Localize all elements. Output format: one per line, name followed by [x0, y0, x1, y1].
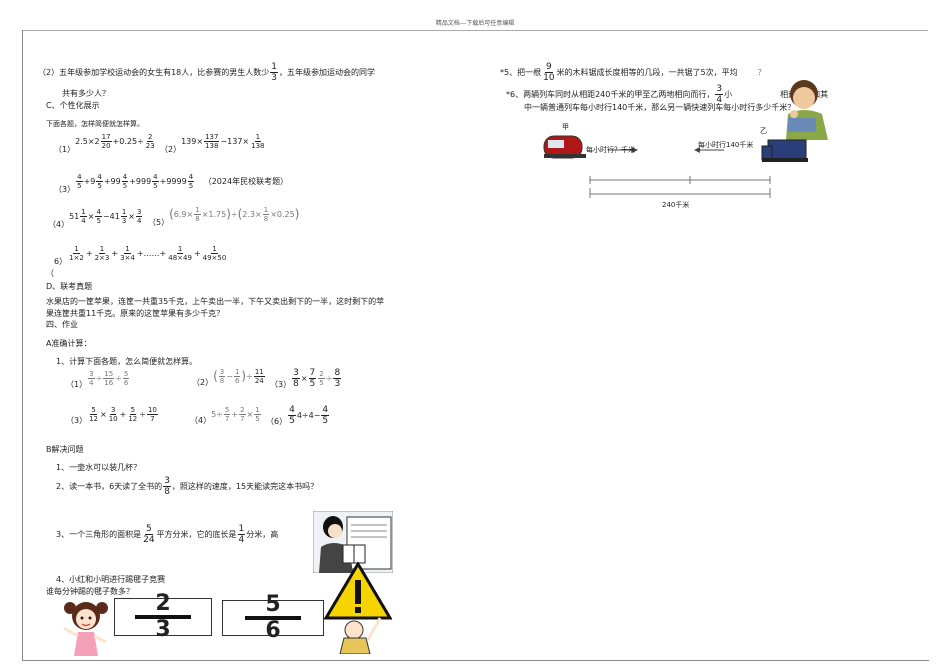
label-jia: 甲: [562, 123, 569, 131]
q2-line2: 共有多少人？: [62, 89, 110, 98]
girl-illustration: [63, 602, 108, 656]
header-text: 精品文档---下载后可任意编辑: [435, 20, 515, 27]
page-border: [22, 30, 929, 661]
box2-numerator: 5: [265, 592, 281, 617]
c6-open-paren: （: [46, 269, 54, 278]
box1-numerator: 2: [155, 591, 171, 616]
student-reading-illustration: [313, 511, 393, 573]
b1-question: 1、一壶水可以装几杯？: [56, 463, 142, 472]
d-problem-line1: 水果店的一筐苹果，连筐一共重35千克，上午卖出一半，下午又卖出剩下的一半，这时剩…: [46, 297, 385, 306]
b4-line1: 4、小红和小明进行踢毽子竞赛: [56, 575, 166, 584]
box1-denominator: 3: [155, 617, 171, 642]
thinking-man-illustration: [786, 80, 828, 140]
section-c-title: C、个性化展示: [46, 101, 100, 110]
section-d-title: D、联考真题: [46, 282, 93, 291]
speed-left-label: 每小时行？千米: [586, 146, 635, 154]
b4-line2: 谁每分钟踢的毽子数多？: [46, 587, 134, 596]
section-a-title: A准确计算：: [46, 339, 92, 348]
box2-denominator: 6: [265, 618, 281, 643]
section-b-title: B解决问题: [46, 445, 84, 454]
c3-note: （2024年民校联考题）: [203, 177, 289, 186]
section-4-title: 四、作业: [46, 320, 78, 329]
q2-text-2: ，五年级参加运动会的同学: [279, 68, 376, 77]
warning-sign-illustration: [324, 562, 392, 654]
distance-label: 240千米: [662, 201, 690, 209]
speed-right-label: 每小时行140千米: [698, 141, 754, 149]
d-problem-line2: 果连筐共重11千克。原来的这筐苹果有多少千克？: [46, 309, 225, 318]
section-c-intro: 下面各题，怎样简便就怎样算。: [46, 120, 144, 128]
a-intro: 1、计算下面各题，怎么简便就怎样算。: [56, 357, 198, 366]
train-diagram: [543, 135, 808, 198]
label-yi: 乙: [760, 127, 767, 135]
q6-line2: 中一辆普通列车每小时行140千米，那么另一辆快速列车每小时行多少千米？: [524, 103, 796, 112]
q2-text-1: （2）五年级参加学校运动会的女生有18人，比参赛的男生人数少: [38, 68, 270, 77]
page-header: 精品文档---下载后可任意编辑: [22, 18, 928, 31]
